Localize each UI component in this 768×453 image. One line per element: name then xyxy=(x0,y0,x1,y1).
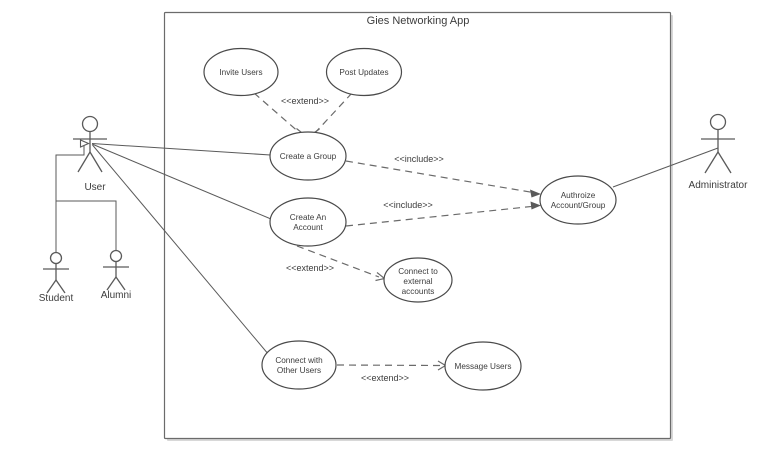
stereotype-include-group: <<include>> xyxy=(394,154,444,164)
actor-administrator[interactable]: Administrator xyxy=(689,113,749,192)
actor-user[interactable]: User xyxy=(73,115,107,194)
actor-label: Alumni xyxy=(101,290,132,301)
actor-student[interactable]: Student xyxy=(39,251,74,305)
actor-label: Student xyxy=(39,293,74,304)
use-case-label-line-2: Other Users xyxy=(277,366,321,375)
use-case-label: Create a Group xyxy=(280,152,337,161)
use-case-invite-users[interactable]: Invite Users xyxy=(203,47,279,97)
generalization-alumni-to-user xyxy=(56,200,117,252)
use-case-label: Invite Users xyxy=(219,68,262,77)
system-boundary-title: Gies Networking App xyxy=(367,15,470,27)
extend-post-updates-to-create-a-group xyxy=(313,92,353,135)
use-case-ellipse[interactable] xyxy=(261,340,337,390)
include-arrowhead-create-a-group xyxy=(530,189,541,198)
association-user-create-an-account xyxy=(91,143,272,220)
extend-invite-users-to-create-a-group xyxy=(253,92,302,135)
include-create-a-group-to-authorize xyxy=(345,160,537,194)
use-case-post-updates[interactable]: Post Updates xyxy=(325,47,403,97)
actor-leg-right xyxy=(717,151,732,174)
use-case-label-line-1: Connect to xyxy=(398,267,438,276)
stereotype-extend-external: <<extend>> xyxy=(286,263,334,273)
use-case-ellipse[interactable] xyxy=(444,341,522,391)
actor-head-icon xyxy=(709,113,727,131)
use-case-label-line-1: Authroize xyxy=(561,191,596,200)
actor-head-icon xyxy=(49,251,63,265)
use-case-label-line-1: Create An xyxy=(290,213,327,222)
actor-leg-left xyxy=(704,151,719,174)
stereotype-extend-message: <<extend>> xyxy=(361,373,409,383)
actor-leg-left xyxy=(106,276,117,291)
association-user-connect-with-other-users xyxy=(92,144,270,356)
use-case-label: Post Updates xyxy=(339,68,388,77)
actor-leg-right xyxy=(55,279,66,294)
use-case-ellipse[interactable] xyxy=(325,47,403,97)
use-case-create-an-account[interactable]: Create An Account xyxy=(269,197,347,247)
actor-leg-left xyxy=(46,279,57,294)
include-create-an-account-to-authorize xyxy=(345,205,537,227)
use-case-label-line-1: Connect with xyxy=(275,356,323,365)
actor-leg-right xyxy=(89,151,103,173)
stereotype-include-account: <<include>> xyxy=(383,200,433,210)
use-case-label-line-2: Account/Group xyxy=(551,201,606,210)
use-case-create-a-group[interactable]: Create a Group xyxy=(269,131,347,181)
use-case-ellipse[interactable] xyxy=(383,257,453,303)
actor-label: Administrator xyxy=(689,180,749,191)
extend-connect-with-other-users-to-message-users xyxy=(336,364,441,367)
use-case-label: Message Users xyxy=(455,362,512,371)
use-case-message-users[interactable]: Message Users xyxy=(444,341,522,391)
association-user-create-a-group xyxy=(91,143,271,156)
actor-leg-left xyxy=(77,151,91,173)
actor-label: User xyxy=(84,182,106,193)
actor-head-icon xyxy=(81,115,99,133)
use-case-label-line-3: accounts xyxy=(402,287,435,296)
actor-alumni[interactable]: Alumni xyxy=(101,249,132,302)
association-administrator-authorize xyxy=(612,147,719,188)
association-lines xyxy=(91,143,719,356)
dependency-lines: Create a Group --> Create a Group --> <<… xyxy=(253,92,541,383)
include-arrowhead-create-an-account xyxy=(530,201,541,210)
extend-create-an-account-to-external xyxy=(296,245,380,278)
generalization-arrowhead xyxy=(79,139,90,148)
use-case-connect-with-other-users[interactable]: Connect with Other Users xyxy=(261,340,337,390)
use-case-label-line-2: Account xyxy=(293,223,323,232)
stereotype-extend-invite-post: <<extend>> xyxy=(281,96,329,106)
generalization-lines xyxy=(55,139,117,252)
generalization-student-to-user xyxy=(55,145,85,252)
actor-head-icon xyxy=(109,249,123,263)
system-boundary: Gies Networking App xyxy=(163,11,673,441)
use-case-ellipse[interactable] xyxy=(539,175,617,225)
use-case-ellipse[interactable] xyxy=(203,47,279,97)
use-case-authorize-account-group[interactable]: Authroize Account/Group xyxy=(539,175,617,225)
use-case-ellipse[interactable] xyxy=(269,131,347,181)
use-case-connect-to-external-accounts[interactable]: Connect to external accounts xyxy=(383,257,453,303)
actor-leg-right xyxy=(115,276,126,291)
use-case-label-line-2: external xyxy=(403,277,432,286)
system-boundary-rect xyxy=(163,11,672,440)
use-case-ellipse[interactable] xyxy=(269,197,347,247)
